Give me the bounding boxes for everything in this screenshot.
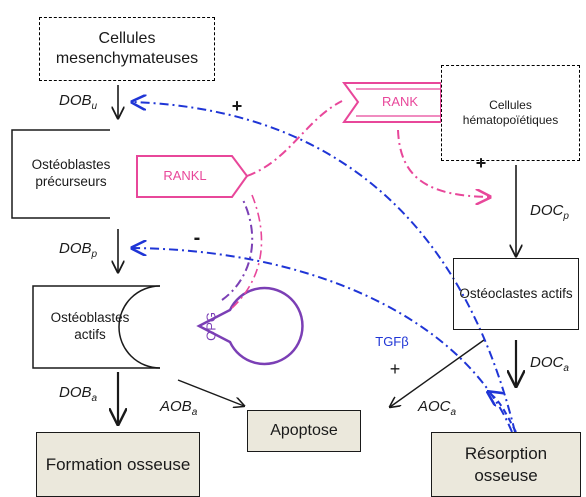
- rate-dob-a-base: DOB: [59, 384, 92, 401]
- osteoblast-rankl-link: [231, 194, 263, 309]
- rate-doc-a-base: DOC: [530, 354, 564, 371]
- rankl-rank-link: [246, 100, 343, 177]
- rate-doc-a-sub: a: [563, 363, 569, 374]
- osteoblast-precursor-shape: [11, 129, 110, 219]
- opg-rankl-link: [221, 199, 254, 301]
- rate-doc-p: DOCp: [530, 202, 569, 222]
- rate-dob-u-sub: u: [91, 101, 98, 112]
- node-mesenchymal-label: Cellules mesenchymateuses: [55, 30, 199, 67]
- node-osteoclast-active-label: Ostéoclastes actifs: [459, 285, 573, 301]
- rate-dob-a-sub: a: [91, 393, 98, 404]
- rate-doc-p-base: DOC: [530, 202, 564, 219]
- rate-aoc-a: AOCa: [418, 398, 456, 418]
- osteoblast-cup-shape: [118, 285, 161, 369]
- rate-dob-u-base: DOB: [59, 92, 92, 109]
- node-osteoblast-active: Ostéoblastes actifs: [35, 298, 145, 356]
- rate-aoc-a-base: AOC: [418, 398, 451, 415]
- osteoblast-active-shape: [32, 285, 160, 369]
- rankl-label: RANKL: [163, 168, 207, 183]
- node-osteoblast-active-label: Ostéoblastes actifs: [50, 310, 130, 342]
- node-hematopoietic-label: Cellules hématopoïétiques: [462, 98, 559, 127]
- tgf-to-dob-u: [132, 102, 516, 433]
- opg-shape: [196, 286, 304, 366]
- node-resorption: Résorption osseuse: [431, 432, 581, 497]
- rate-doc-a: DOCa: [530, 354, 569, 374]
- node-osteoblast-precursors: Ostéoblastes précurseurs: [14, 144, 128, 204]
- node-apoptosis-label: Apoptose: [270, 422, 338, 439]
- sign-plus-tgf: +: [389, 359, 401, 379]
- sign-plus-top: +: [231, 96, 243, 116]
- node-apoptosis: Apoptose: [247, 410, 361, 452]
- arrow-aob-a: [177, 379, 244, 406]
- rank-shape: [342, 82, 442, 123]
- rate-dob-p: DOBp: [59, 240, 97, 260]
- sign-minus: -: [193, 227, 201, 249]
- rate-aob-a-base: AOB: [160, 398, 192, 415]
- rank-label: RANK: [381, 94, 419, 109]
- arrow-aoc-a: [390, 339, 485, 407]
- rate-dob-u: DOBu: [59, 92, 97, 112]
- rate-aob-a: AOBa: [160, 398, 197, 418]
- node-mesenchymal: Cellules mesenchymateuses: [39, 17, 215, 81]
- sign-plus-right: +: [475, 153, 487, 173]
- rank-activation-arrow: [397, 129, 490, 197]
- rate-dob-p-base: DOB: [59, 240, 92, 257]
- rate-doc-p-sub: p: [563, 211, 569, 222]
- opg-label: OPG: [203, 311, 219, 341]
- rate-aob-a-sub: a: [191, 407, 198, 418]
- node-osteoblast-precursors-label: Ostéoblastes précurseurs: [31, 157, 111, 189]
- tgf-label: TGFβ: [375, 334, 409, 349]
- rate-aoc-a-sub: a: [450, 407, 457, 418]
- node-formation-label: Formation osseuse: [45, 454, 191, 474]
- rank-inner-outline: [356, 88, 441, 117]
- rate-dob-p-sub: p: [91, 249, 98, 260]
- node-hematopoietic: Cellules hématopoïétiques: [441, 65, 580, 161]
- rate-dob-a: DOBa: [59, 384, 97, 404]
- node-resorption-label: Résorption osseuse: [464, 444, 548, 485]
- node-osteoclast-active: Ostéoclastes actifs: [453, 258, 579, 330]
- node-formation: Formation osseuse: [36, 432, 200, 497]
- tgf-to-doc-a: [488, 392, 517, 433]
- rankl-shape: [136, 155, 249, 198]
